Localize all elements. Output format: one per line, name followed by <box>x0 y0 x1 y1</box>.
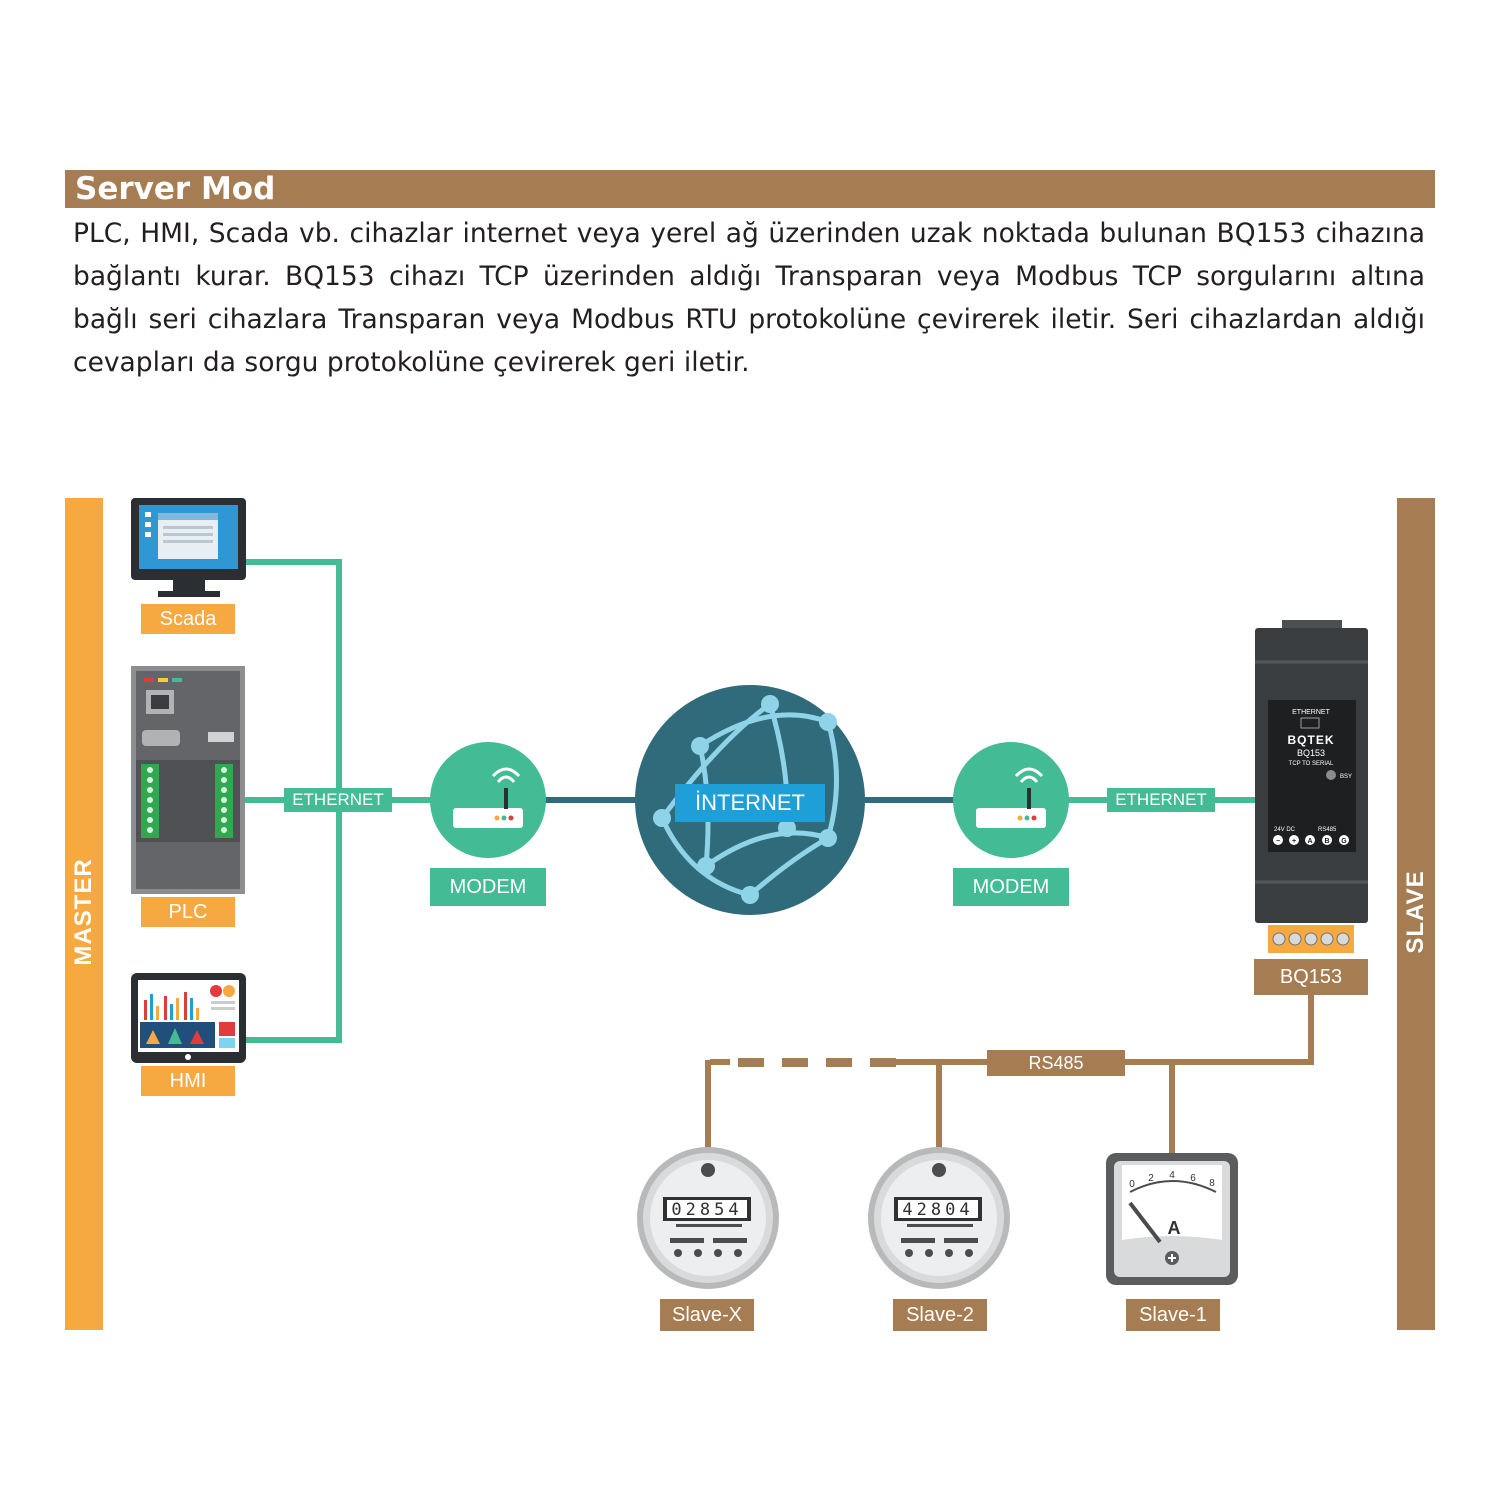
bq153-model: BQ153 <box>1297 748 1325 758</box>
master-bar: MASTER <box>65 498 103 1330</box>
meter-reading: 02854 <box>671 1200 742 1220</box>
slave-2-label: Slave-2 <box>893 1299 987 1331</box>
description: PLC, HMI, Scada vb. cihazlar internet ve… <box>73 218 1425 378</box>
scale-label: 8 <box>1209 1178 1215 1189</box>
rs485-bus <box>705 995 1314 1160</box>
terminal-label: A <box>1307 838 1312 845</box>
bq153-subtitle: TCP TO SERIAL <box>1289 761 1334 767</box>
bq153-led-label: BSY <box>1340 774 1352 780</box>
ammeter-unit: A <box>1168 1218 1181 1238</box>
terminal-label: G <box>1341 838 1347 845</box>
ethernet-label-left: ETHERNET <box>284 788 392 812</box>
router-icon <box>430 742 546 858</box>
plc-icon <box>131 666 245 894</box>
slave-1-label: Slave-1 <box>1126 1299 1220 1331</box>
modem-label-left: MODEM <box>430 868 546 906</box>
bq153-power-label: 24V DC <box>1274 827 1296 833</box>
monitor-icon <box>131 498 246 597</box>
page-title: Server Mod <box>75 171 276 207</box>
energy-meter-icon <box>637 1147 779 1289</box>
ammeter-icon <box>1106 1153 1238 1285</box>
internet-label: İNTERNET <box>675 784 825 822</box>
bus-dashes <box>738 1058 896 1067</box>
scale-label: 2 <box>1148 1173 1154 1184</box>
slave-x-label: Slave-X <box>660 1299 754 1331</box>
bq153-port-label: ETHERNET <box>1292 709 1330 716</box>
hmi-icon <box>131 973 246 1063</box>
scale-label: 4 <box>1169 1170 1175 1181</box>
terminal-label: − <box>1276 838 1280 845</box>
slave-bar: SLAVE <box>1397 498 1435 1330</box>
hmi-label: HMI <box>141 1066 235 1096</box>
header-bar: Server Mod <box>65 170 1435 208</box>
bq153-brand: BQTEK <box>1288 733 1335 747</box>
ethernet-label-right: ETHERNET <box>1107 788 1215 812</box>
bq153-bus-label: RS485 <box>1318 827 1337 833</box>
meter-reading: 42804 <box>902 1200 973 1220</box>
scale-label: 6 <box>1190 1173 1196 1184</box>
energy-meter-icon <box>868 1147 1010 1289</box>
terminal-label: + <box>1292 838 1296 845</box>
terminal-label: B <box>1324 838 1329 845</box>
scale-label: 0 <box>1129 1179 1135 1190</box>
scada-label: Scada <box>141 604 235 634</box>
plc-label: PLC <box>141 897 235 927</box>
router-icon <box>953 742 1069 858</box>
bq153-label: BQ153 <box>1254 959 1368 995</box>
rs485-label: RS485 <box>987 1050 1125 1076</box>
modem-label-right: MODEM <box>953 868 1069 906</box>
bq153-device-icon <box>1255 620 1368 953</box>
